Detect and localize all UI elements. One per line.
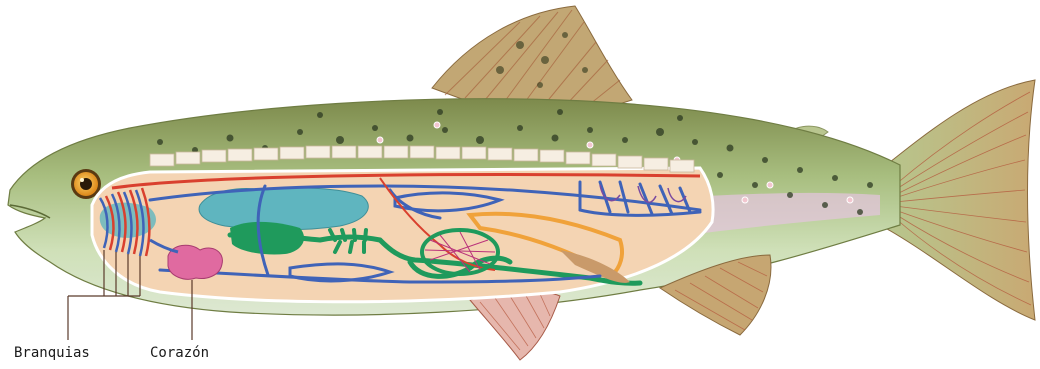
heart-label: Corazón [150, 345, 209, 361]
caudal-fin [880, 80, 1035, 320]
gills-label: Branquias [14, 345, 90, 361]
pectoral-fin [470, 291, 560, 360]
swim-bladder [199, 188, 368, 230]
dorsal-fin [432, 6, 632, 110]
